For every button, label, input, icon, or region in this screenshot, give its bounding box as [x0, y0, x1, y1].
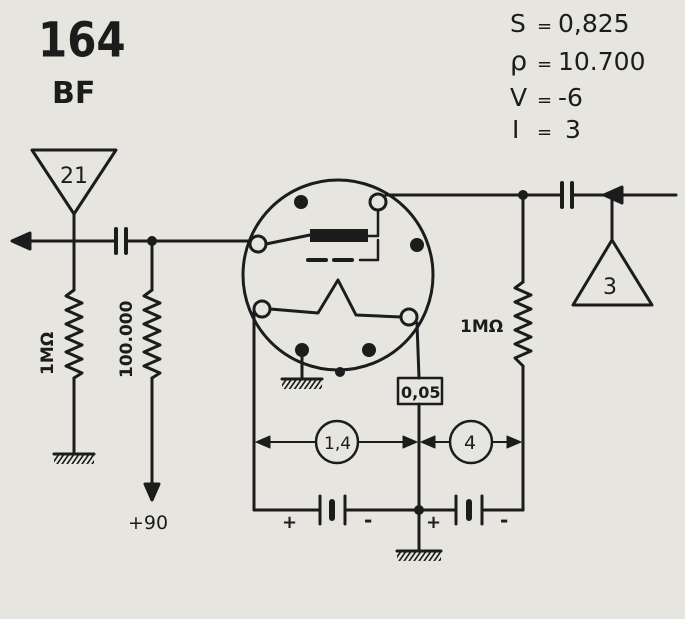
tube-pin-dot-bottom: [335, 367, 345, 377]
left-resistor: [64, 288, 84, 380]
dim-arrow-right-b: [506, 435, 522, 449]
bottom-ground-hatch: [397, 551, 441, 561]
param-label-rho: ρ: [510, 46, 527, 77]
battery2-plus-sign: +: [426, 512, 441, 533]
param-sep-v: =: [537, 90, 552, 111]
filament-right-wire: [415, 321, 421, 380]
output-triangle-label: 3: [603, 275, 617, 300]
input-triangle-label: 21: [60, 164, 88, 189]
left-ground-hatch: [54, 454, 94, 464]
filament: [268, 278, 403, 319]
tube-pin-dot-bottom-left: [295, 343, 309, 357]
param-value-i: 3: [565, 115, 581, 144]
grid-internal-wire: [264, 233, 312, 246]
param-sep-i: =: [537, 122, 552, 143]
battery1-minus-sign: -: [364, 508, 372, 532]
param-sep-rho: =: [537, 54, 552, 75]
battery-junction-dot: [414, 505, 424, 515]
tube-pin-filament-right: [399, 307, 419, 327]
tube-pin-dot-top: [294, 195, 308, 209]
tube-pin-plate: [368, 192, 388, 212]
dim-arrow-left-a: [255, 435, 271, 449]
bias-voltage-circle: [448, 419, 494, 465]
right-resistor: [513, 280, 533, 368]
tube-pin-filament-left: [252, 299, 272, 319]
tube-pin-dot-bottom-right: [362, 343, 376, 357]
left-arrow-head: [10, 231, 32, 251]
supply-arrow-head: [143, 482, 161, 502]
param-label-s: S: [510, 9, 526, 38]
param-label-i: I: [512, 115, 519, 144]
grid-dash-link: [358, 238, 380, 262]
param-value-rho: 10.700: [558, 47, 645, 76]
tube-pin-dot-right: [410, 238, 424, 252]
input-triangle: [30, 148, 118, 216]
grid-leak-label: 1MΩ: [38, 332, 58, 375]
bias-voltage-label: 4: [464, 432, 476, 454]
tube-number: 164: [38, 12, 126, 69]
filament-voltage-label: 1,4: [324, 434, 351, 454]
plate-load-resistor: [142, 288, 162, 380]
tube-envelope: [241, 178, 435, 372]
dim-arrow-right-a: [402, 435, 418, 449]
param-value-s: 0,825: [558, 9, 630, 38]
battery2-minus-sign: -: [500, 508, 508, 532]
param-sep-s: =: [537, 16, 552, 37]
supply-voltage-label: +90: [128, 512, 168, 534]
param-label-v: V: [510, 83, 527, 112]
tube-pin-grid: [248, 234, 268, 254]
filament-resistor-label: 0,05: [401, 383, 440, 402]
dim-arrow-left-b: [420, 435, 436, 449]
tube-ground-hatch: [282, 379, 322, 389]
plate-internal-wire: [366, 208, 380, 238]
filament-voltage-circle: [314, 419, 360, 465]
battery1-plus-sign: +: [282, 512, 297, 533]
plate-load-label: 100.000: [117, 300, 137, 378]
right-resistor-label: 1MΩ: [460, 317, 503, 337]
parameter-block: S = 0,825 ρ = 10.700 V = -6 I = 3: [510, 9, 645, 144]
output-triangle: [571, 238, 654, 307]
param-value-v: -6: [558, 83, 583, 112]
plate-electrode: [310, 229, 368, 242]
tube-type: BF: [52, 76, 95, 111]
